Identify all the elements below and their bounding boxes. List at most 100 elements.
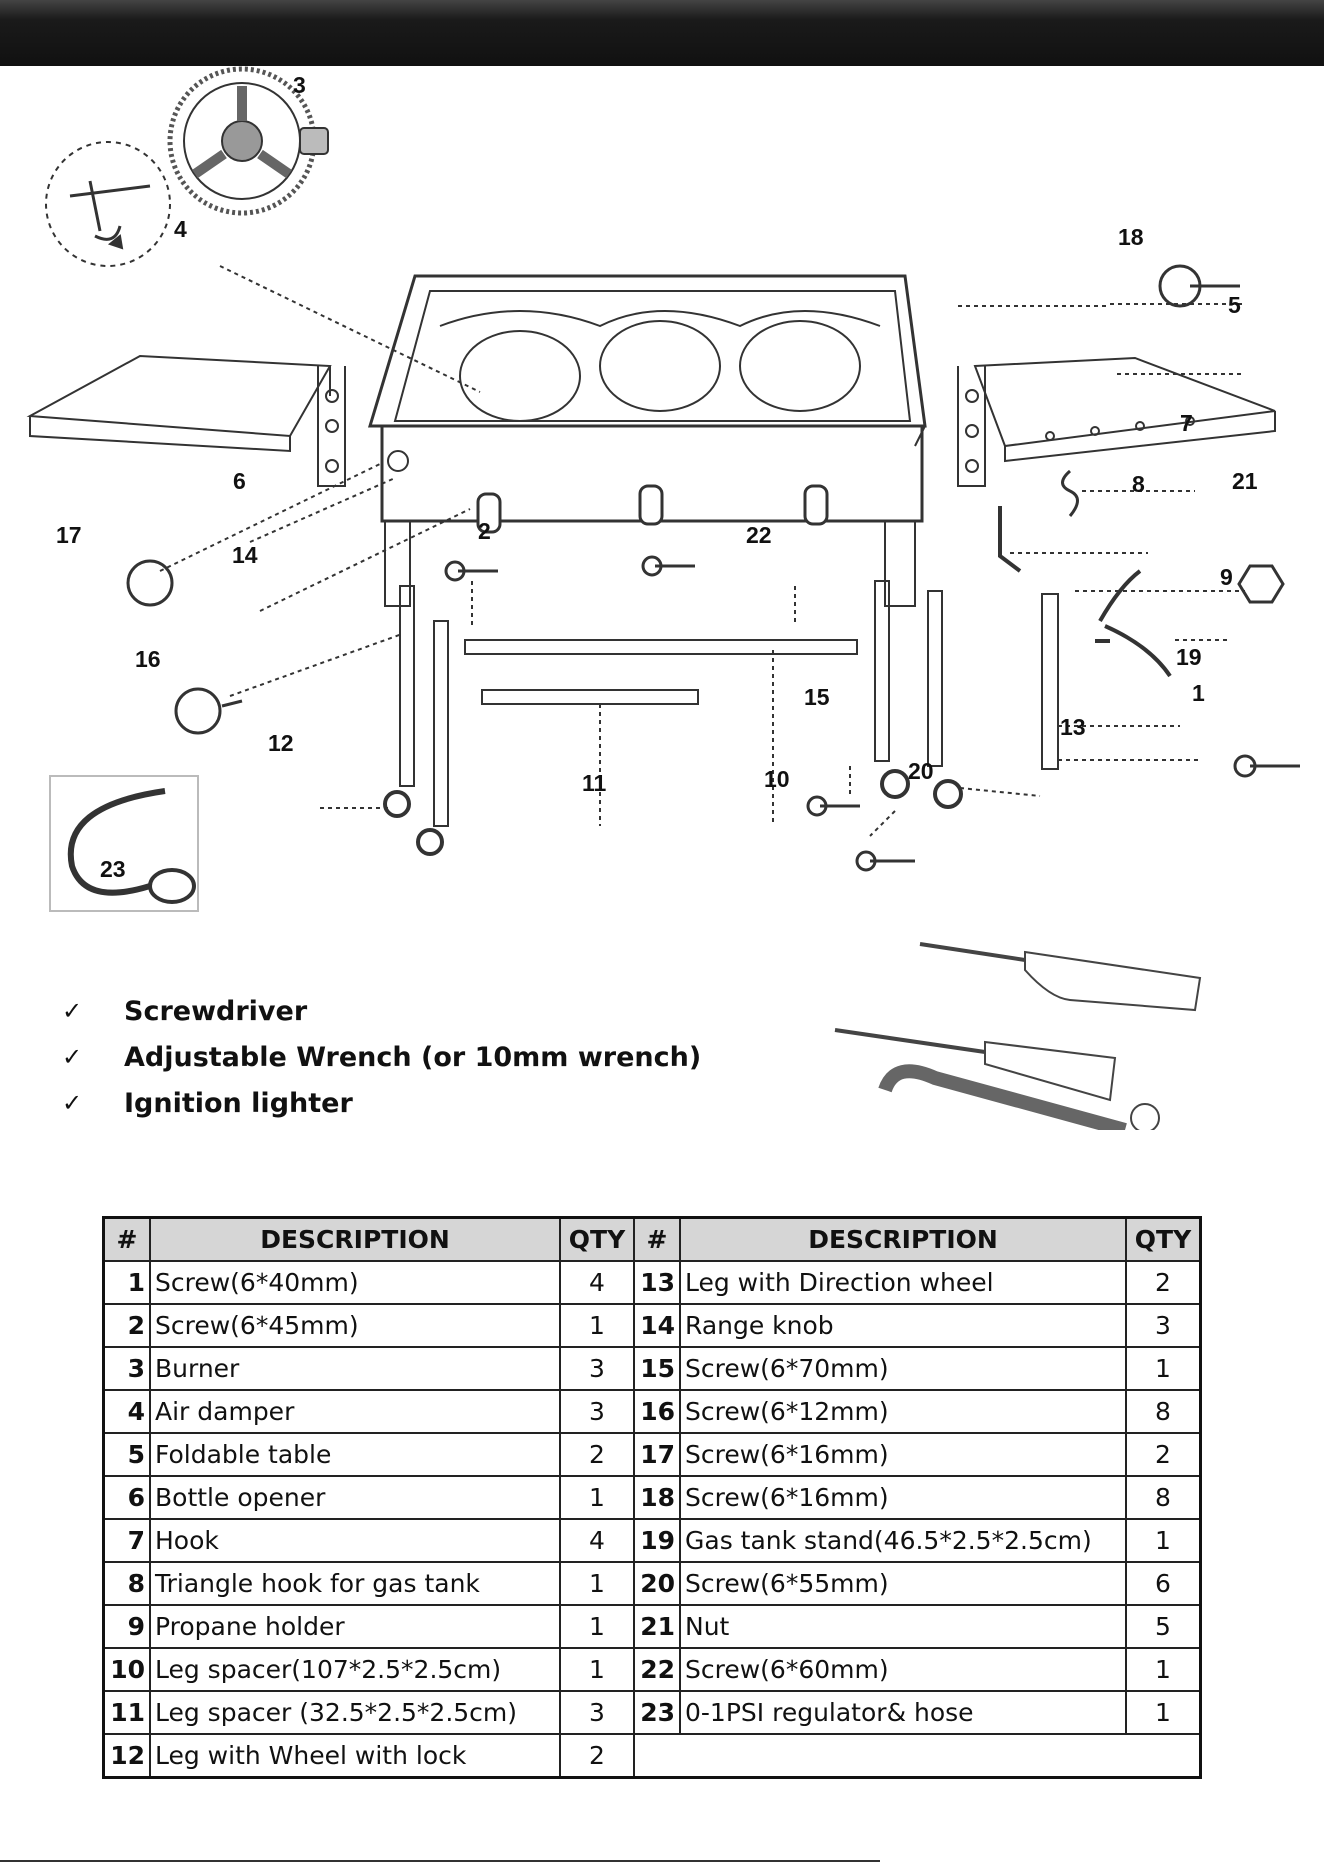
callout-13: 13 (1060, 714, 1086, 740)
part-number: 3 (102, 1346, 151, 1391)
table-row: 3 Burner 3 15 Screw(6*70mm) 1 (102, 1346, 1202, 1391)
table-row: 11 Leg spacer (32.5*2.5*2.5cm) 3 23 0-1P… (102, 1690, 1202, 1735)
part-qty: 3 (559, 1690, 635, 1735)
part-number: 23 (633, 1690, 681, 1735)
tools-list: ✓ Screwdriver ✓ Adjustable Wrench (or 10… (62, 988, 701, 1126)
part-qty: 1 (559, 1604, 635, 1649)
header-qty: QTY (559, 1216, 635, 1262)
part-qty: 3 (1125, 1303, 1202, 1348)
part-qty: 3 (559, 1389, 635, 1434)
parts-list-table: # DESCRIPTION QTY # DESCRIPTION QTY 1 Sc… (102, 1216, 1202, 1779)
callout-8: 8 (1132, 471, 1145, 497)
leg-spacer-short (481, 689, 699, 705)
header-num: # (102, 1216, 151, 1262)
part-description: Screw(6*40mm) (149, 1260, 561, 1305)
part-qty: 1 (1125, 1647, 1202, 1692)
callout-21: 21 (1232, 468, 1258, 494)
part-description: Bottle opener (149, 1475, 561, 1520)
propane-holder (1095, 569, 1172, 678)
header-qty: QTY (1125, 1216, 1202, 1262)
callout-7: 7 (1180, 410, 1193, 436)
nut (1237, 564, 1285, 604)
callout-10: 10 (764, 766, 790, 792)
part-number: 2 (102, 1303, 151, 1348)
part-description: Leg spacer (32.5*2.5*2.5cm) (149, 1690, 561, 1735)
part-qty: 1 (1125, 1690, 1202, 1735)
part-description: Screw(6*16mm) (679, 1432, 1127, 1477)
table-header-row: # DESCRIPTION QTY # DESCRIPTION QTY (102, 1216, 1202, 1262)
table-row: 6 Bottle opener 1 18 Screw(6*16mm) 8 (102, 1475, 1202, 1520)
header-description: DESCRIPTION (679, 1216, 1127, 1262)
part-number: 17 (633, 1432, 681, 1477)
left-foldable-table (26, 354, 346, 487)
part-number: 4 (102, 1389, 151, 1434)
part-description: Gas tank stand(46.5*2.5*2.5cm) (679, 1518, 1127, 1563)
table-row: 5 Foldable table 2 17 Screw(6*16mm) 2 (102, 1432, 1202, 1477)
table-row: 8 Triangle hook for gas tank 1 20 Screw(… (102, 1561, 1202, 1606)
part-number: 20 (633, 1561, 681, 1606)
part-number: 9 (102, 1604, 151, 1649)
regulator-box (49, 775, 199, 912)
part-description: Screw(6*12mm) (679, 1389, 1127, 1434)
table-row: 4 Air damper 3 16 Screw(6*12mm) 8 (102, 1389, 1202, 1434)
part-qty: 8 (1125, 1389, 1202, 1434)
header-num: # (633, 1216, 681, 1262)
empty-cell (634, 1734, 1201, 1778)
part-description: Air damper (149, 1389, 561, 1434)
callout-2: 2 (478, 518, 491, 544)
part-qty: 1 (559, 1475, 635, 1520)
part-number: 16 (633, 1389, 681, 1434)
check-icon: ✓ (62, 997, 83, 1025)
part-description: Screw(6*55mm) (679, 1561, 1127, 1606)
part-number: 10 (102, 1647, 151, 1692)
part-number: 13 (633, 1260, 681, 1305)
part-qty: 1 (559, 1561, 635, 1606)
callout-22: 22 (746, 522, 772, 548)
part-number: 11 (102, 1690, 151, 1735)
check-icon: ✓ (62, 1043, 83, 1071)
right-foldable-table (957, 356, 1276, 487)
callout-14: 14 (232, 542, 258, 568)
legs-with-direction-wheels (874, 580, 963, 809)
part-qty: 1 (559, 1303, 635, 1348)
part-description: Screw(6*70mm) (679, 1346, 1127, 1391)
part-qty: 1 (1125, 1518, 1202, 1563)
screws (126, 264, 1300, 872)
part-description: 0-1PSI regulator& hose (679, 1690, 1127, 1735)
part-description: Leg spacer(107*2.5*2.5cm) (149, 1647, 561, 1692)
lighter-icon (919, 942, 1026, 962)
part-description: Screw(6*45mm) (149, 1303, 561, 1348)
part-number: 18 (633, 1475, 681, 1520)
part-description: Hook (149, 1518, 561, 1563)
hook (1061, 469, 1079, 517)
part-number: 1 (102, 1260, 151, 1305)
part-qty: 6 (1125, 1561, 1202, 1606)
callout-4: 4 (174, 216, 187, 242)
tool-item: ✓ Ignition lighter (62, 1080, 701, 1126)
header-bar (0, 0, 1324, 66)
part-number: 21 (633, 1604, 681, 1649)
wrench-icon (878, 1064, 1127, 1137)
table-row: 1 Screw(6*40mm) 4 13 Leg with Direction … (102, 1260, 1202, 1305)
air-damper-detail (45, 141, 171, 267)
gas-tank-stand (1041, 593, 1059, 770)
callout-15: 15 (804, 684, 830, 710)
part-number: 6 (102, 1475, 151, 1520)
legs-with-lock-wheels (383, 585, 449, 856)
assembly-drawing (26, 66, 1300, 912)
part-qty: 1 (559, 1647, 635, 1692)
part-qty: 4 (559, 1260, 635, 1305)
header-description: DESCRIPTION (149, 1216, 561, 1262)
table-row: 7 Hook 4 19 Gas tank stand(46.5*2.5*2.5c… (102, 1518, 1202, 1563)
callout-1: 1 (1192, 680, 1205, 706)
part-qty: 2 (1125, 1260, 1202, 1305)
part-qty: 8 (1125, 1475, 1202, 1520)
tool-item: ✓ Adjustable Wrench (or 10mm wrench) (62, 1034, 701, 1080)
callout-3: 3 (293, 72, 306, 98)
part-number: 5 (102, 1432, 151, 1477)
part-description: Burner (149, 1346, 561, 1391)
part-qty: 2 (1125, 1432, 1202, 1477)
part-description: Screw(6*16mm) (679, 1475, 1127, 1520)
screwdriver-icon (834, 1028, 986, 1054)
table-row: 12 Leg with Wheel with lock 2 (102, 1733, 1201, 1779)
